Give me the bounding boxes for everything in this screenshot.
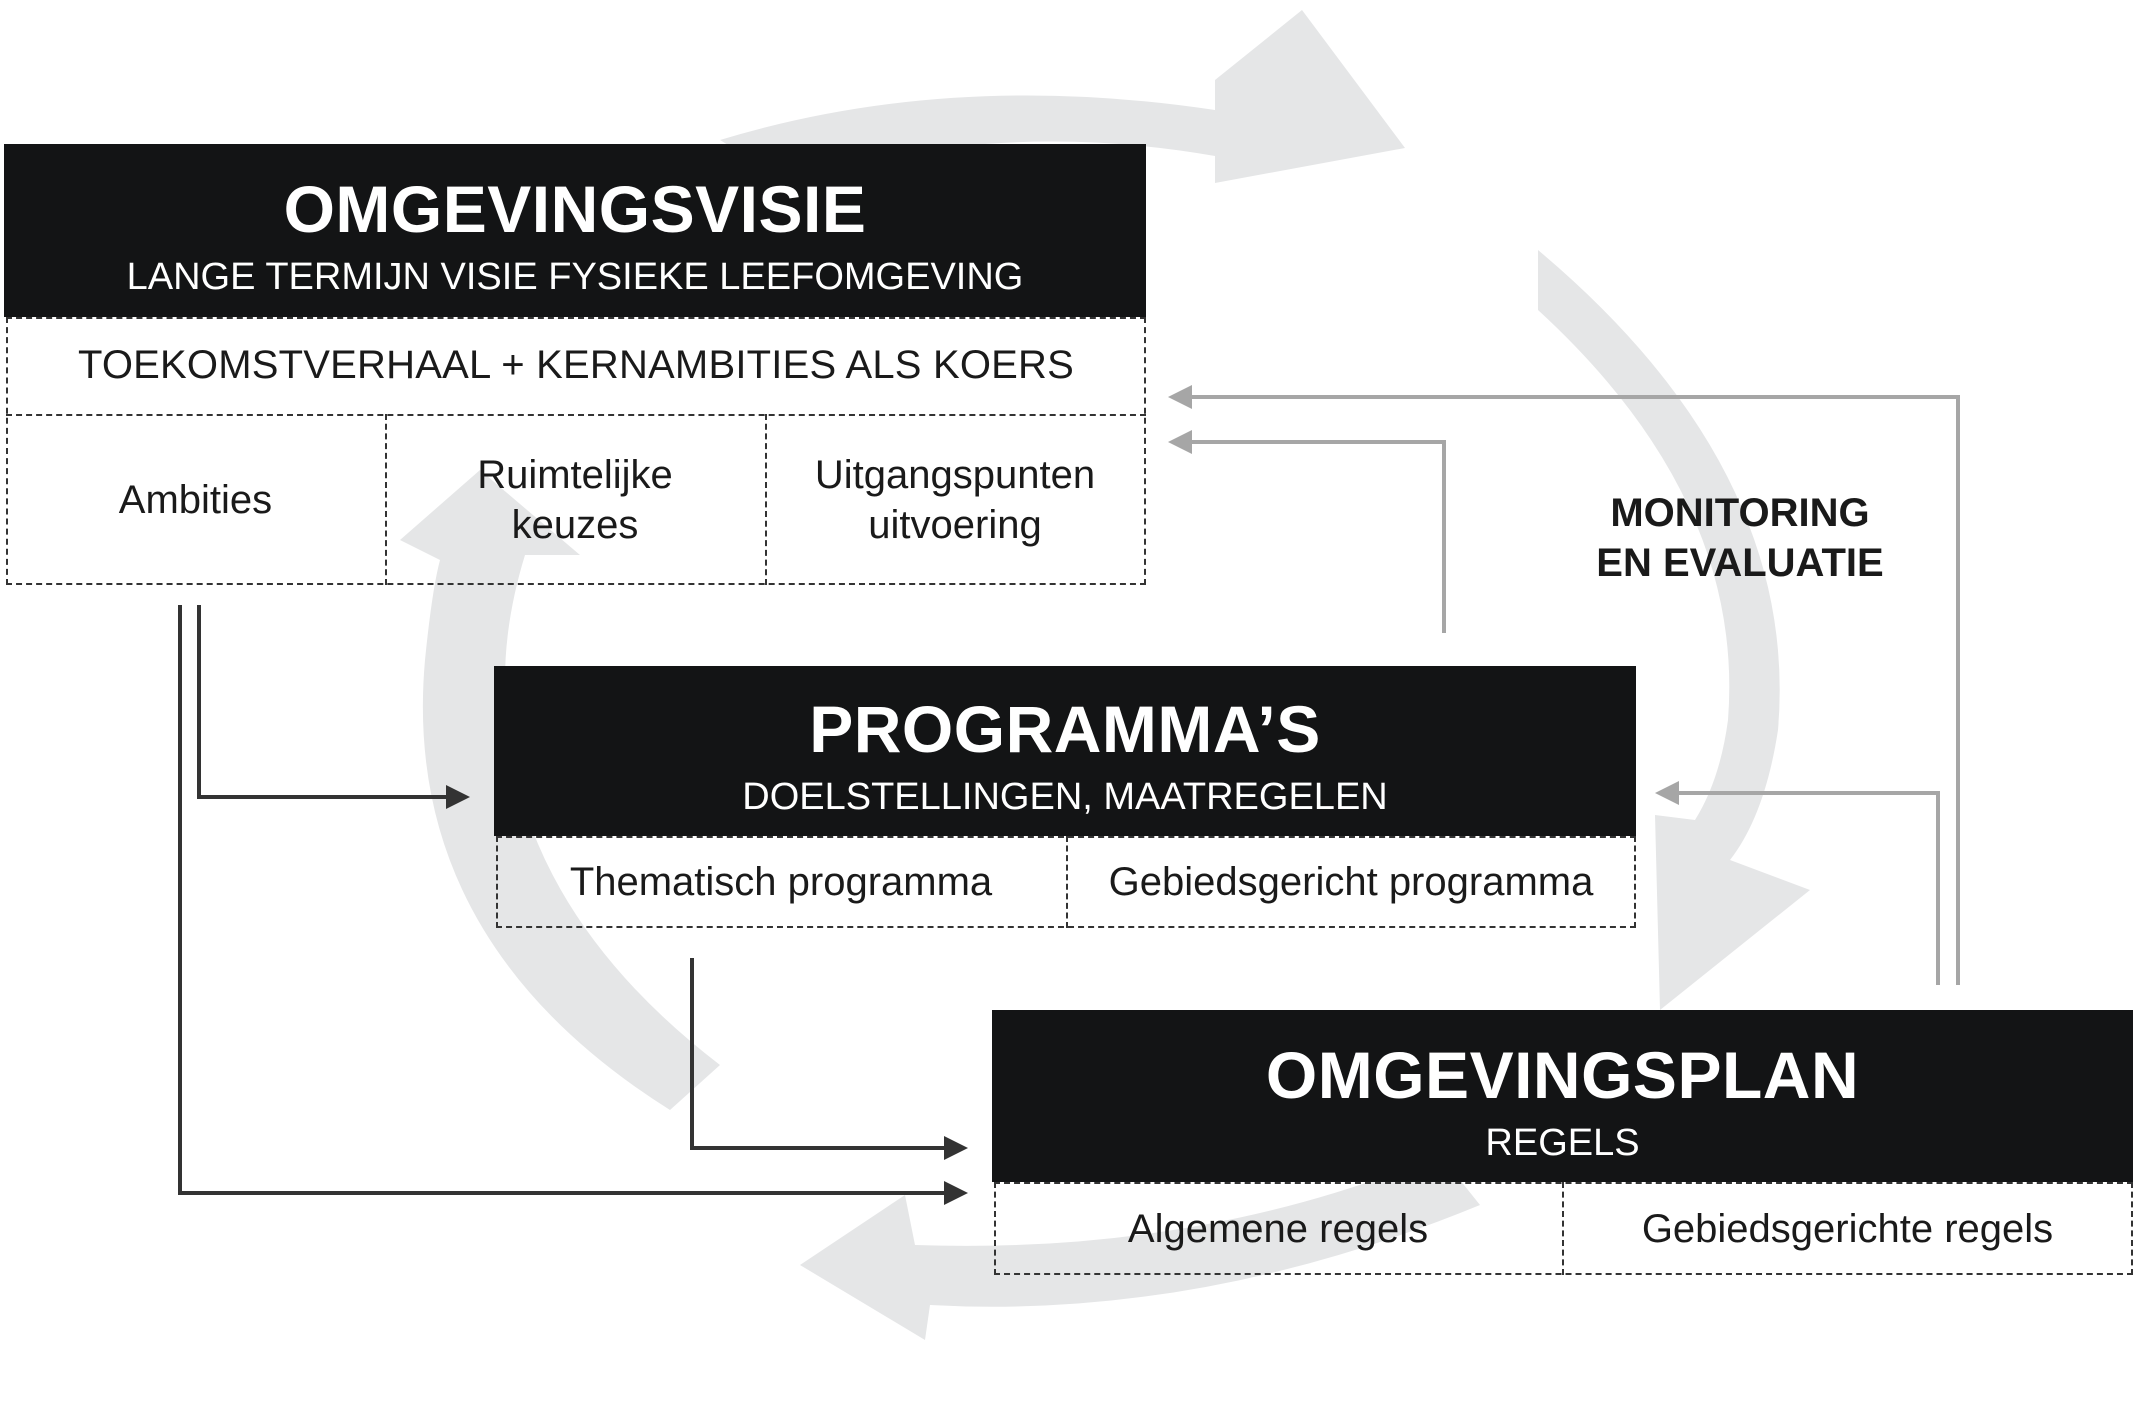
feedback-arrows xyxy=(1188,395,1960,985)
cycle-arrow-top-icon xyxy=(720,10,1405,183)
plan-header: OMGEVINGSPLAN REGELS xyxy=(992,1010,2133,1182)
plan-cell-algemene-regels: Algemene regels xyxy=(1127,1206,1429,1251)
cycle-arrow-right-icon xyxy=(1538,250,1810,1010)
visie-band-divider xyxy=(6,414,1146,416)
visie-header: OMGEVINGSVISIE LANGE TERMIJN VISIE FYSIE… xyxy=(4,144,1146,317)
visie-cell-divider-1 xyxy=(385,414,387,585)
visie-details-box xyxy=(6,317,1146,585)
arrowhead-visie-to-plan-icon xyxy=(944,1181,968,1205)
programmas-cell-divider xyxy=(1066,836,1068,928)
cycle-arrows xyxy=(400,10,1810,1340)
flow-line-programmas-to-plan xyxy=(690,958,950,1150)
feedback-line-plan-to-visie xyxy=(1188,395,1960,985)
feedback-arrowhead-1-icon xyxy=(1168,385,1192,409)
feedback-arrowhead-3-icon xyxy=(1655,781,1679,805)
plan-cell-divider xyxy=(1562,1182,1564,1275)
visie-subtitle: LANGE TERMIJN VISIE FYSIEKE LEEFOMGEVING xyxy=(126,256,1024,298)
feedback-line-plan-to-programmas xyxy=(1672,791,1940,985)
monitoring-label: MONITORING EN EVALUATIE xyxy=(1560,488,1920,588)
feedback-line-programmas-to-visie xyxy=(1188,440,1446,633)
cycle-arrow-left-icon xyxy=(400,470,720,1110)
visie-cell-divider-2 xyxy=(765,414,767,585)
visie-title: OMGEVINGSVISIE xyxy=(283,172,867,246)
plan-subtitle: REGELS xyxy=(1485,1122,1640,1164)
flow-line-visie-to-programmas xyxy=(197,605,455,799)
arrowhead-programmas-to-plan-icon xyxy=(944,1136,968,1160)
cycle-arrow-bottom-icon xyxy=(800,1155,1480,1340)
flow-line-visie-to-plan xyxy=(178,605,950,1195)
visie-band: TOEKOMSTVERHAAL + KERNAMBITIES ALS KOERS xyxy=(77,343,1075,387)
flow-arrows xyxy=(178,605,950,1195)
plan-title: OMGEVINGSPLAN xyxy=(1265,1038,1860,1112)
plan-cell-gebiedsgerichte-regels: Gebiedsgerichte regels xyxy=(1641,1206,2054,1251)
programmas-title: PROGRAMMA’S xyxy=(809,692,1321,766)
programmas-header: PROGRAMMA’S DOELSTELLINGEN, MAATREGELEN xyxy=(494,666,1636,836)
visie-cell-uitgangspunten: Uitgangspunten uitvoering xyxy=(814,452,1096,547)
arrowhead-to-programmas-icon xyxy=(446,785,470,809)
programmas-subtitle: DOELSTELLINGEN, MAATREGELEN xyxy=(742,776,1388,818)
monitoring-line-2: EN EVALUATIE xyxy=(1596,541,1884,585)
visie-cell-ambities: Ambities xyxy=(118,477,273,522)
programmas-cell-thematisch: Thematisch programma xyxy=(569,860,993,904)
monitoring-line-1: MONITORING xyxy=(1610,491,1870,535)
programmas-cell-gebiedsgericht: Gebiedsgericht programma xyxy=(1108,860,1594,904)
visie-cell-ruimtelijke-keuzes: Ruimtelijke keuzes xyxy=(477,452,673,547)
feedback-arrowhead-2-icon xyxy=(1168,430,1192,454)
